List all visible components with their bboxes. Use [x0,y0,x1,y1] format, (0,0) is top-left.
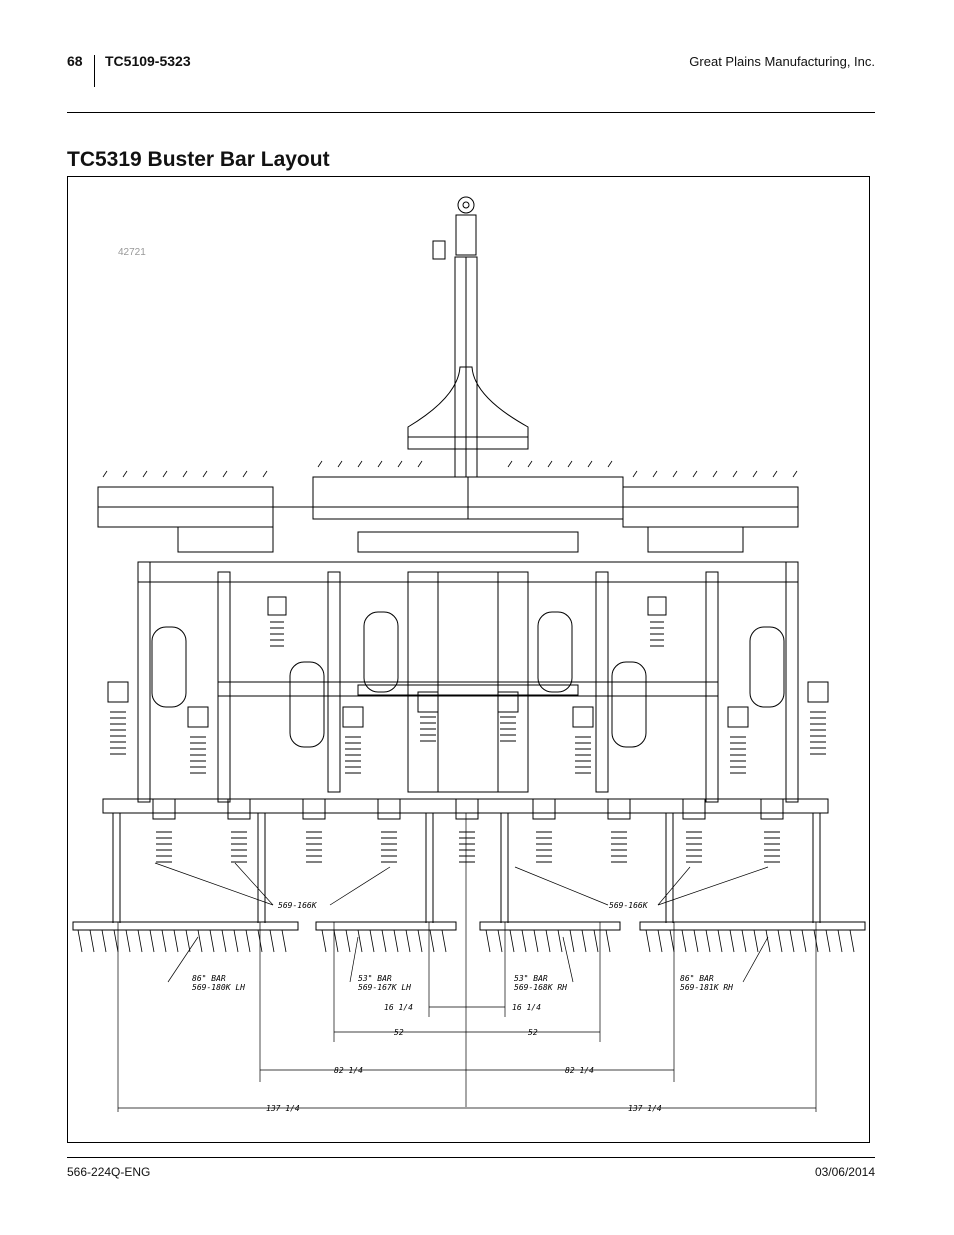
rear-shanks [112,798,821,923]
bar-inner-right-part: 569-168K RH [514,983,567,992]
dim-137-left: 137 1/4 [266,1104,300,1113]
upper-gang-frame [97,476,799,553]
upper-tine-row [102,460,798,478]
buster-bars [72,921,866,953]
bar-outer-left-part: 569-180K LH [192,983,245,992]
dim-52-right: 52 [528,1028,538,1037]
dim-82-right: 82 1/4 [565,1066,594,1075]
bar-inner-right-size: 53" BAR [514,974,548,983]
callout-part-left: 569-166K [278,901,318,910]
dimension-lines [117,813,817,1112]
header-divider [94,55,95,87]
bar-inner-left-size: 53" BAR [358,974,392,983]
bar-outer-right-part: 569-181K RH [680,983,733,992]
shank-springs-mid [107,596,829,774]
document-id: TC5109-5323 [105,53,191,69]
footer-doc-code: 566-224Q-ENG [67,1165,151,1179]
bar-outer-right-size: 86" BAR [680,974,714,983]
figure-number: 42721 [118,247,146,258]
callout-part-right: 569-166K [609,901,649,910]
header-rule [67,112,875,113]
bar-inner-left-part: 569-167K LH [358,983,411,992]
callout-leaders [154,862,769,983]
gauge-wheels [151,611,785,748]
dim-16-right: 16 1/4 [512,1003,541,1012]
page-number: 68 [67,53,83,69]
footer-date: 03/06/2014 [814,1165,875,1179]
dim-82-left: 82 1/4 [334,1066,363,1075]
dim-16-left: 16 1/4 [384,1003,413,1012]
figure-frame [67,176,870,1143]
company-name: Great Plains Manufacturing, Inc. [689,54,875,69]
dim-137-right: 137 1/4 [628,1104,662,1113]
hitch-tongue [407,196,529,478]
dim-52-left: 52 [394,1028,404,1037]
buster-bar-layout-drawing: 42721 569-166K 569-166K 86" BAR 569-180K… [72,196,866,1113]
bar-outer-left-size: 86" BAR [192,974,226,983]
footer-rule [67,1157,875,1158]
page-title: TC5319 Buster Bar Layout [67,148,330,171]
main-frame [137,561,799,803]
rear-toolbar [102,798,829,814]
